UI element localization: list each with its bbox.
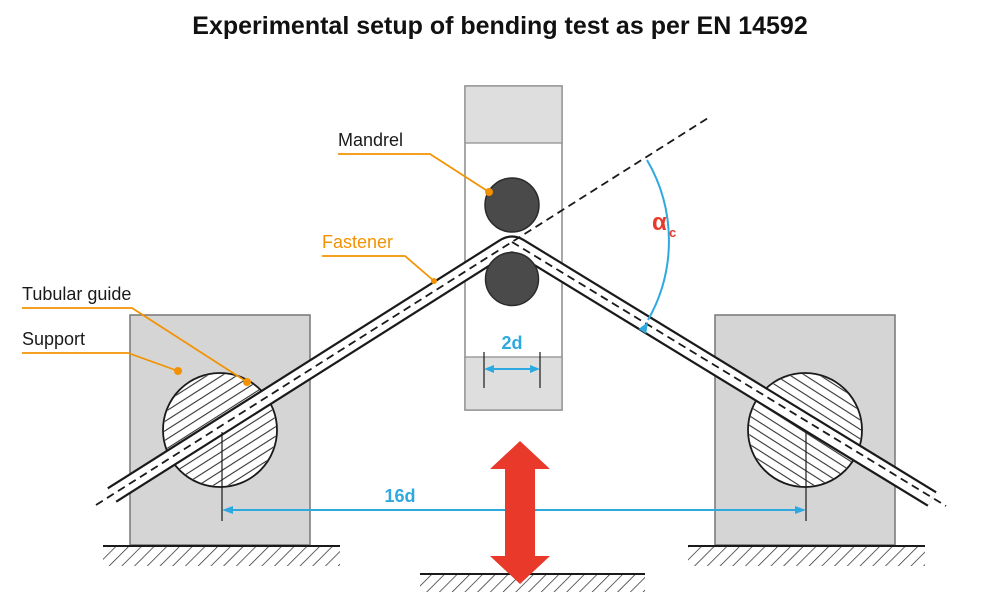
dimension-16d-arrow-left	[222, 506, 233, 514]
mandrel-leader-dot	[485, 188, 493, 196]
mandrel-upper	[484, 177, 540, 233]
fastener-leader	[322, 255, 435, 282]
support-leader	[22, 352, 179, 372]
angle-label: α	[652, 209, 667, 236]
mandrel-lower	[484, 251, 540, 307]
dimension-16d-label: 16d	[384, 486, 415, 506]
support-leader-dot	[174, 367, 182, 375]
support-callout: Support	[22, 329, 182, 375]
fastener-leader-dot	[431, 278, 437, 284]
dimension-2d-label: 2d	[501, 333, 522, 353]
dimension-2d: 2d	[483, 333, 541, 388]
load-arrow	[490, 441, 550, 584]
mandrel-leader	[338, 153, 490, 193]
tubular-guide-leader	[22, 307, 248, 383]
fastener-callout: Fastener	[322, 232, 437, 284]
dimension-2d-arrow-right	[530, 365, 540, 373]
diagram-title: Experimental setup of bending test as pe…	[192, 12, 807, 40]
fastener-centerline-dashed	[511, 241, 947, 507]
fastener-label: Fastener	[322, 232, 393, 252]
dimension-2d-arrow-left	[484, 365, 494, 373]
dimension-16d-arrow-right	[795, 506, 806, 514]
ground-hatch-center	[420, 573, 645, 592]
mandrel-label: Mandrel	[338, 130, 403, 150]
tubular-guide-leader-dot	[243, 378, 251, 386]
column-top-band	[464, 85, 563, 144]
tubular-guide-callout: Tubular guide	[22, 284, 251, 386]
support-label: Support	[22, 329, 85, 349]
tubular-guide-label: Tubular guide	[22, 284, 131, 304]
angle-arc-arrowhead	[638, 322, 648, 334]
bend-angle: α c	[638, 159, 676, 334]
mandrel-callout: Mandrel	[338, 130, 493, 196]
bend-projection-dashed	[95, 117, 709, 506]
column-bottom-band	[464, 356, 563, 411]
angle-subscript: c	[669, 225, 676, 240]
ground-hatch-left	[103, 545, 340, 566]
angle-arc	[646, 159, 670, 321]
ground-hatch-right	[688, 545, 925, 566]
